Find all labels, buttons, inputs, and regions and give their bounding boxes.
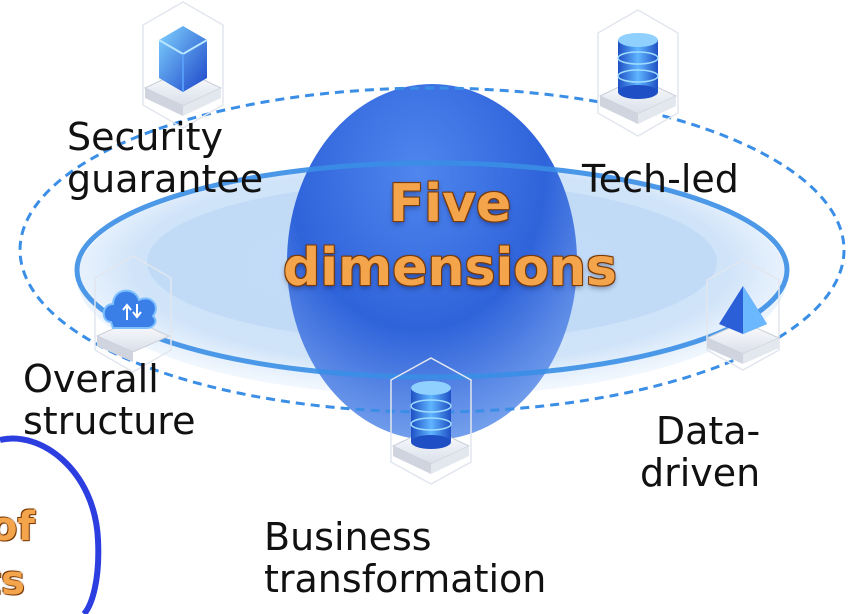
label-business-line1: Business <box>264 515 432 559</box>
label-data-line1: Data- <box>655 409 761 453</box>
label-security-line1: Security <box>67 115 224 159</box>
label-data-driven: Data- driven <box>620 410 760 494</box>
pyramid-icon <box>705 259 781 371</box>
label-overall-line1: Overall <box>23 357 159 401</box>
label-security-line2: guarantee <box>67 157 264 201</box>
label-tech-line1: Tech-led <box>582 157 739 201</box>
cropped-line2: ts <box>0 558 25 604</box>
label-data-line2: driven <box>640 451 761 495</box>
cropped-title-fragment: of ts <box>0 500 35 608</box>
database-cylinder-icon <box>390 357 472 485</box>
label-business-transformation: Business transformation <box>264 516 546 600</box>
cloud-transfer-icon <box>94 255 172 373</box>
center-title-line1: Five <box>388 174 512 234</box>
cropped-line1: of <box>0 504 35 550</box>
center-orb <box>287 84 577 440</box>
label-overall-line2: structure <box>23 399 196 443</box>
label-tech-led: Tech-led <box>582 158 739 200</box>
label-security-guarantee: Security guarantee <box>67 116 263 200</box>
partial-blue-ring <box>0 435 102 614</box>
solid-inner-ring <box>74 160 790 380</box>
label-overall-structure: Overall structure <box>23 358 195 442</box>
database-cylinder-icon <box>597 9 679 137</box>
center-title-line2: dimensions <box>283 238 617 298</box>
center-title: Five dimensions <box>250 172 650 300</box>
label-business-line2: transformation <box>264 557 547 601</box>
database-cube-icon <box>142 1 224 129</box>
